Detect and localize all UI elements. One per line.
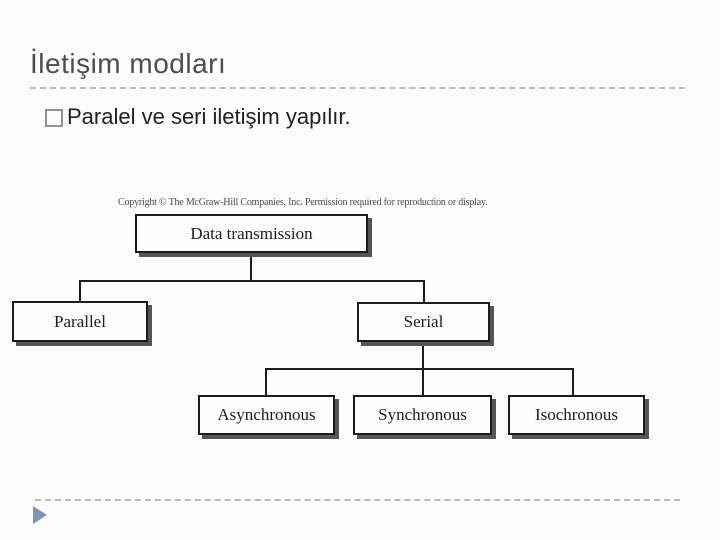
connector-to-parallel: [79, 280, 81, 302]
node-isochronous: Isochronous: [508, 395, 645, 435]
page-title: İletişim modları: [30, 48, 227, 79]
connector-to-serial: [423, 280, 425, 303]
node-asynchronous: Asynchronous: [198, 395, 335, 435]
node-serial: Serial: [357, 302, 490, 342]
connector-to-synchronous: [422, 368, 424, 396]
connector-level1-branch: [79, 280, 425, 282]
triangle-right-icon: [33, 506, 47, 524]
connector-serial-down: [422, 342, 424, 369]
node-parallel: Parallel: [12, 301, 148, 342]
connector-root-down: [250, 253, 252, 282]
copyright-notice: Copyright © The McGraw-Hill Companies, I…: [118, 197, 488, 208]
bullet-item: Paralel ve seri iletişim yapılır.: [45, 103, 351, 131]
connector-to-asynchronous: [265, 368, 267, 396]
title-divider: [30, 87, 685, 89]
connector-to-isochronous: [572, 368, 574, 396]
node-data-transmission: Data transmission: [135, 214, 368, 253]
bullet-text: Paralel ve seri iletişim yapılır.: [67, 104, 351, 129]
footer-divider: [35, 499, 680, 501]
square-bullet-icon: [45, 109, 63, 127]
node-synchronous: Synchronous: [353, 395, 492, 435]
connector-level2-branch: [265, 368, 574, 370]
